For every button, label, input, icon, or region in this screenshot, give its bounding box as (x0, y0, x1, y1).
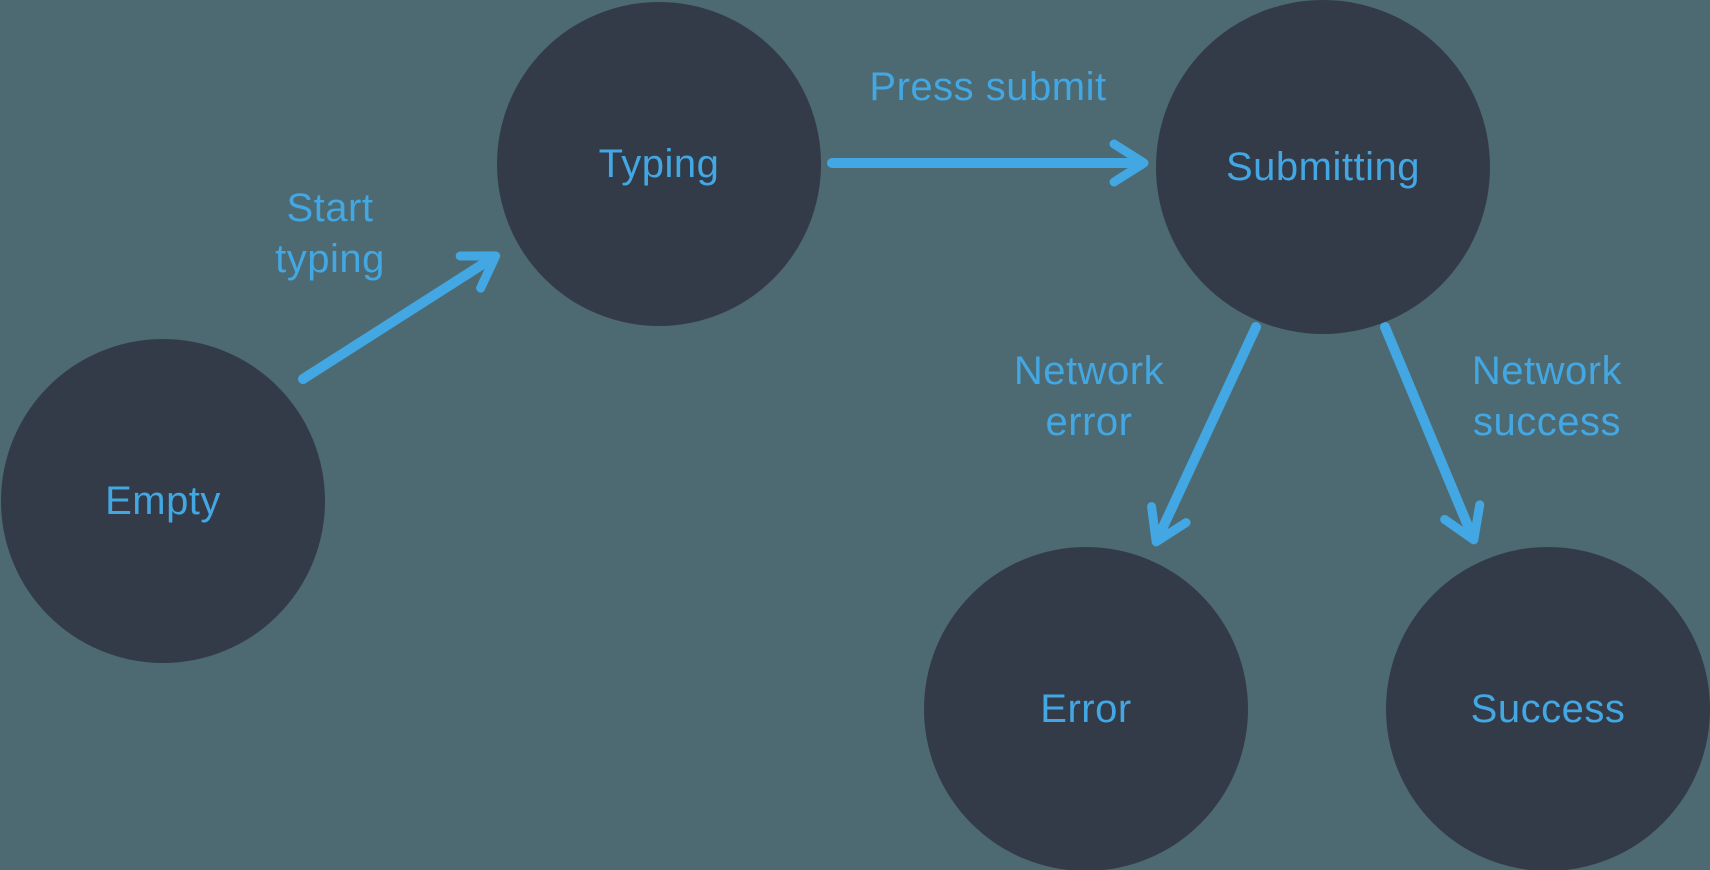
state-node-label: Empty (105, 478, 221, 523)
state-node-typing: Typing (497, 2, 821, 326)
state-node-success: Success (1386, 547, 1710, 870)
state-node-label: Typing (598, 141, 720, 186)
edge-arrow-submitting-to-error (1147, 322, 1261, 547)
edge-label-start-typing: Start typing (275, 186, 385, 281)
state-node-submitting: Submitting (1156, 0, 1490, 334)
state-node-error: Error (924, 547, 1248, 870)
state-node-label: Error (1040, 686, 1132, 731)
edge-arrow-empty-to-typing (298, 251, 501, 384)
edge-label-network-error: Network error (1013, 349, 1165, 444)
state-node-empty: Empty (1, 339, 325, 663)
edge-arrow-submitting-to-success (1380, 322, 1485, 545)
state-node-label: Success (1470, 686, 1626, 731)
state-node-label: Submitting (1226, 144, 1420, 189)
edge-label-network-success: Network success (1471, 349, 1623, 444)
edge-label-press-submit: Press submit (869, 65, 1107, 109)
